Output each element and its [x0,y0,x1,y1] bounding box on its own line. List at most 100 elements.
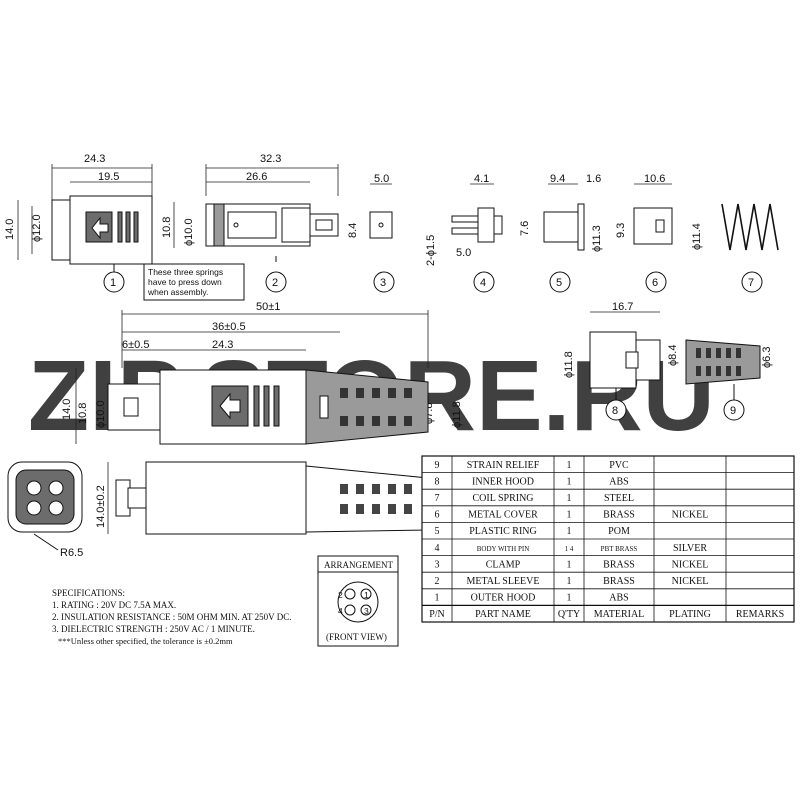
asm-h2: 10.8 [77,403,89,424]
v7-label: 7 [748,277,754,289]
v4-label: 4 [480,277,486,289]
bom-cell-r6-c3: BRASS [603,510,635,521]
spec-line-1: 1. RATING : 20V DC 7.5A MAX. [52,600,176,610]
bom-cell-r9-c3: PVC [609,460,629,471]
bom-header-2: Q'TY [558,609,580,620]
v5-w1: 9.4 [550,173,565,185]
view-3-clamp: 5.0 8.4 3 [347,173,395,293]
bom-cell-r4-c4: SILVER [673,543,707,554]
bom-cell-r8-c3: ABS [609,476,628,487]
asm-d1: ϕ10.0 [95,400,107,428]
v1-label: 1 [110,277,116,289]
pin-4: 4 [338,606,343,616]
v2-height: 10.8 [161,217,173,238]
asm-mid: 36±0.5 [212,321,246,333]
v2-note-line3: when assembly. [147,287,208,297]
bom-cell-r1-c1: OUTER HOOD [471,593,536,604]
bom-cell-r6-c4: NICKEL [672,510,709,521]
bom-cell-r9-c1: STRAIN RELIEF [467,460,540,471]
v2-note-line1: These three springs [148,267,223,277]
arrangement-caption: (FRONT VIEW) [326,632,387,642]
bom-cell-r2-c3: BRASS [603,576,635,587]
v2-diameter: ϕ10.0 [183,218,195,246]
asm-inner: 24.3 [212,339,233,351]
bom-cell-r7-c2: 1 [567,493,572,504]
bom-cell-r3-c2: 1 [567,559,572,570]
view-4-body-with-pin: 4.1 2-ϕ1.5 5.0 4 [425,173,503,293]
view-2-metal-sleeve: 32.3 26.6 10.8 ϕ10.0 2 These three sprin… [143,153,339,301]
bom-header-0: P/N [429,609,445,620]
bom-cell-r3-c3: BRASS [603,559,635,570]
v1-width-inner: 19.5 [98,171,119,183]
bom-header-3: MATERIAL [594,609,645,620]
v9-label: 9 [730,405,736,417]
bom-cell-r2-c0: 2 [435,576,440,587]
v5-label: 5 [556,277,562,289]
spec-line-4: ***Unless other specified, the tolerance… [58,636,233,646]
view-8-inner-hood: 16.7 ϕ11.8 ϕ8.4 8 [563,301,679,421]
bom-cell-r7-c1: COIL SPRING [472,493,533,504]
v5-diameter: ϕ11.3 [591,225,603,252]
arrangement-box: ARRANGEMENT 2 1 4 3 (FRONT VIEW) [317,555,399,647]
v2-width: 32.3 [260,153,281,165]
bom-cell-r6-c0: 6 [435,510,440,521]
v3-width: 5.0 [374,173,389,185]
assembly-top-view: 50±1 36±0.5 6±0.5 24.3 14.0 10.8 ϕ10.0 ϕ… [61,301,463,445]
v2-width-inner: 26.6 [246,171,267,183]
spec-line-2: 2. INSULATION RESISTANCE : 50M OHM MIN. … [52,612,291,622]
v8-diameter: ϕ11.8 [563,351,575,378]
asm-left: 6±0.5 [122,339,149,351]
bom-cell-r5-c3: POM [608,526,630,537]
v9-diameter: ϕ6.3 [761,347,773,368]
pin-3: 3 [364,606,369,616]
bom-cell-r7-c0: 7 [435,493,440,504]
bom-header-4: PLATING [669,609,711,620]
bom-cell-r9-c2: 1 [567,460,572,471]
v1-height: 14.0 [4,219,16,240]
v3-height: 8.4 [347,223,359,238]
bom-cell-r5-c0: 5 [435,526,440,537]
bom-cell-r4-c3: PBT BRASS [601,545,638,553]
asm-bottom-height: 14.0±0.2 [95,485,107,528]
bom-cell-r8-c1: INNER HOOD [472,476,534,487]
spec-title: SPECIFICATIONS: [52,588,125,598]
bom-cell-r8-c0: 8 [435,476,440,487]
view-7-coil-spring: ϕ11.4 7 [691,203,779,293]
bom-cell-r4-c2: 1 4 [565,545,574,553]
bom-cell-r4-c0: 4 [435,543,440,554]
v5-height: 7.6 [519,221,531,236]
arrangement-title: ARRANGEMENT [324,560,394,570]
bom-cell-r9-c0: 9 [435,460,440,471]
pin-1: 1 [364,590,369,600]
asm-total: 50±1 [256,301,280,313]
bom-cell-r1-c2: 1 [567,593,572,604]
specifications: SPECIFICATIONS: 1. RATING : 20V DC 7.5A … [52,588,291,646]
bom-cell-r1-c0: 1 [435,593,440,604]
v8-width: 16.7 [612,301,633,313]
v1-diameter: ϕ12.0 [31,214,43,242]
v8-label: 8 [612,405,618,417]
bom-header-5: REMARKS [736,609,784,620]
view-6-metal-cover: 10.6 9.3 6 [615,173,673,293]
assembly-side-view: 14.0±0.2 [95,461,429,535]
v2-note-line2: have to press down [148,277,222,287]
bom-cell-r2-c2: 1 [567,576,572,587]
v4-width2: 5.0 [456,247,471,259]
v5-w2: 1.6 [586,173,601,185]
spec-line-3: 3. DIELECTRIC STRENGTH : 250V AC / 1 MIN… [52,624,255,634]
v6-label: 6 [652,277,658,289]
bom-cell-r2-c4: NICKEL [672,576,709,587]
v3-label: 3 [380,277,386,289]
bom-cell-r3-c4: NICKEL [672,559,709,570]
v7-diameter: ϕ11.4 [691,223,703,250]
v4-width: 4.1 [474,173,489,185]
asm-height: 14.0 [61,399,73,420]
bom-cell-r5-c1: PLASTIC RING [469,526,537,537]
v2-label: 2 [272,277,278,289]
bom-header-1: PART NAME [475,609,531,620]
v6-height: 9.3 [615,223,627,238]
asm-radius: R6.5 [60,547,83,559]
v6-width: 10.6 [644,173,665,185]
